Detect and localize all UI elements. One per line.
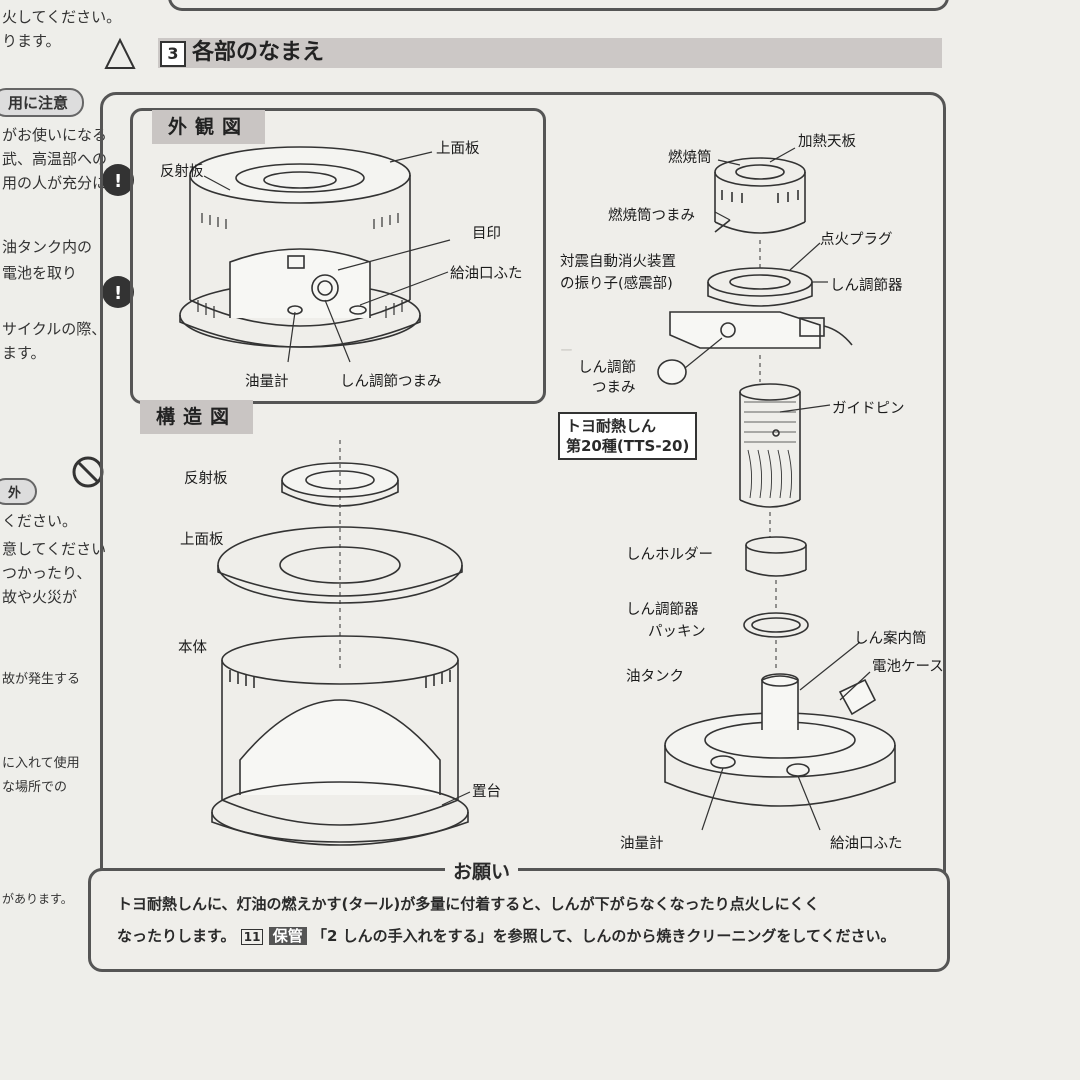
wick-knob-part [657, 337, 723, 385]
left-text-line: 武、高温部への [2, 150, 108, 168]
left-text-line: 意してください [2, 540, 107, 558]
label-mark: 目印 [472, 226, 501, 242]
heater-drawings [179, 146, 896, 846]
notice-box: お願い トヨ耐熱しんに、灯油の燃えかす(タール)が多量に付着すると、しんが下がら… [88, 857, 950, 972]
label-heating-plate: 加熱天板 [798, 134, 856, 150]
left-text-line: つかったり、 [2, 564, 92, 582]
body-part [221, 635, 459, 826]
wick-part [739, 383, 801, 508]
left-page-fragment: 火してください。 ります。 用に注意 がお使いになる 武、高温部への 用の人が充… [0, 0, 142, 1080]
left-text-line: 故が発生する [2, 672, 81, 687]
left-text-line: 用の人が充分に [2, 174, 108, 192]
label-wick-knob: しん調節つまみ [340, 374, 442, 390]
wick-name-box: トヨ耐熱しん 第20種(TTS-20) [558, 412, 698, 460]
exclamation-icon: ! [114, 283, 122, 304]
oil-tank-part [664, 673, 896, 807]
left-heading-caution: 用に注意 [0, 88, 85, 117]
combustion-tube-part [714, 157, 806, 234]
left-text-line: 火してください。 [2, 8, 122, 26]
left-text-line: がお使いになる [2, 126, 108, 144]
structure-view-title: 構造図 [140, 400, 254, 434]
label-packing-1: しん調節器 [626, 602, 699, 618]
left-text-line: ます。 [2, 344, 46, 362]
exterior-view-title: 外観図 [152, 110, 266, 144]
label-wick-knob-1: しん調節 [578, 360, 636, 376]
exterior-view-panel [130, 108, 546, 404]
section-number: 3 [160, 41, 186, 67]
label-packing-2: パッキン [648, 624, 706, 640]
notice-line-1: トヨ耐熱しんに、灯油の燃えかす(タール)が多量に付着すると、しんが下がらなくなっ… [117, 895, 820, 913]
label-wick-holder: しんホルダー [626, 547, 713, 563]
label-guide-tube: しん案内筒 [854, 631, 927, 647]
left-text-line: があります。 [2, 892, 73, 906]
left-text-line: な場所での [2, 780, 68, 795]
label-ignition-plug: 点火プラグ [820, 232, 893, 248]
label-reflector: 反射板 [160, 164, 204, 180]
label-oil-tank: 油タンク [626, 669, 684, 685]
label-quake-device-2: の振り子(感震部) [560, 276, 673, 292]
storage-tag: 保管 [268, 927, 307, 945]
label-fuel-cap: 給油口ふた [450, 266, 523, 282]
reference-number: 11 [240, 929, 264, 945]
wick-holder-part [745, 536, 807, 577]
notice-title: お願い [445, 857, 519, 884]
manual-page: ー 3 各部のなまえ 外観図 構造図 [88, 0, 1080, 1080]
left-heading-outside: 外 [0, 478, 38, 505]
notice-line-2: なったりします。 11 保管 「2 しんの手入れをする」を参照して、しんのから焼… [117, 925, 896, 946]
label-fuel-gauge-exploded: 油量計 [620, 836, 664, 852]
label-wick-knob-2: つまみ [592, 380, 636, 396]
left-text-line: 故や火災が [2, 588, 78, 606]
label-top-plate-struct: 上面板 [180, 532, 224, 548]
wick-name-line-2: 第20種(TTS-20) [566, 437, 690, 455]
left-warning-icons: ! ! [102, 37, 136, 308]
label-combustion-tube: 燃焼筒 [668, 150, 712, 166]
wick-adjuster-part [669, 267, 853, 349]
left-text-line: ります。 [2, 32, 61, 50]
packing-part [743, 612, 809, 638]
notice-line-2-end: 「2 しんの手入れをする」を参照して、しんのから焼きクリーニングをしてください。 [311, 927, 896, 945]
left-text-line: 油タンク内の [2, 238, 93, 256]
label-base: 置台 [472, 784, 501, 800]
label-quake-device-1: 対震自動消火装置 [560, 254, 676, 270]
left-text-line: 電池を取り [2, 264, 78, 282]
notice-line-2-start: なったりします。 [117, 927, 236, 945]
section-header: 3 各部のなまえ [158, 38, 942, 68]
left-text-line: サイクルの際、 [2, 320, 107, 338]
label-reflector-struct: 反射板 [184, 471, 228, 487]
label-fuel-cap-exploded: 給油口ふた [830, 836, 903, 852]
left-text-line: ください。 [2, 512, 78, 530]
label-top-plate: 上面板 [436, 141, 480, 157]
label-guide-pin: ガイドピン [832, 401, 905, 417]
base-part [211, 781, 469, 846]
label-tube-knob: 燃焼筒つまみ [608, 208, 695, 224]
left-text-line: に入れて使用 [2, 756, 80, 771]
section-title: 各部のなまえ [192, 40, 325, 65]
label-fuel-gauge: 油量計 [245, 374, 289, 390]
label-battery-case: 電池ケース [872, 659, 944, 675]
exclamation-icon: ! [114, 171, 122, 192]
exterior-heater-drawing [179, 146, 451, 363]
wick-name-line-1: トヨ耐熱しん [566, 417, 657, 435]
label-body: 本体 [178, 640, 207, 656]
label-wick-adjuster: しん調節器 [830, 278, 903, 294]
vent-slots [197, 213, 403, 318]
